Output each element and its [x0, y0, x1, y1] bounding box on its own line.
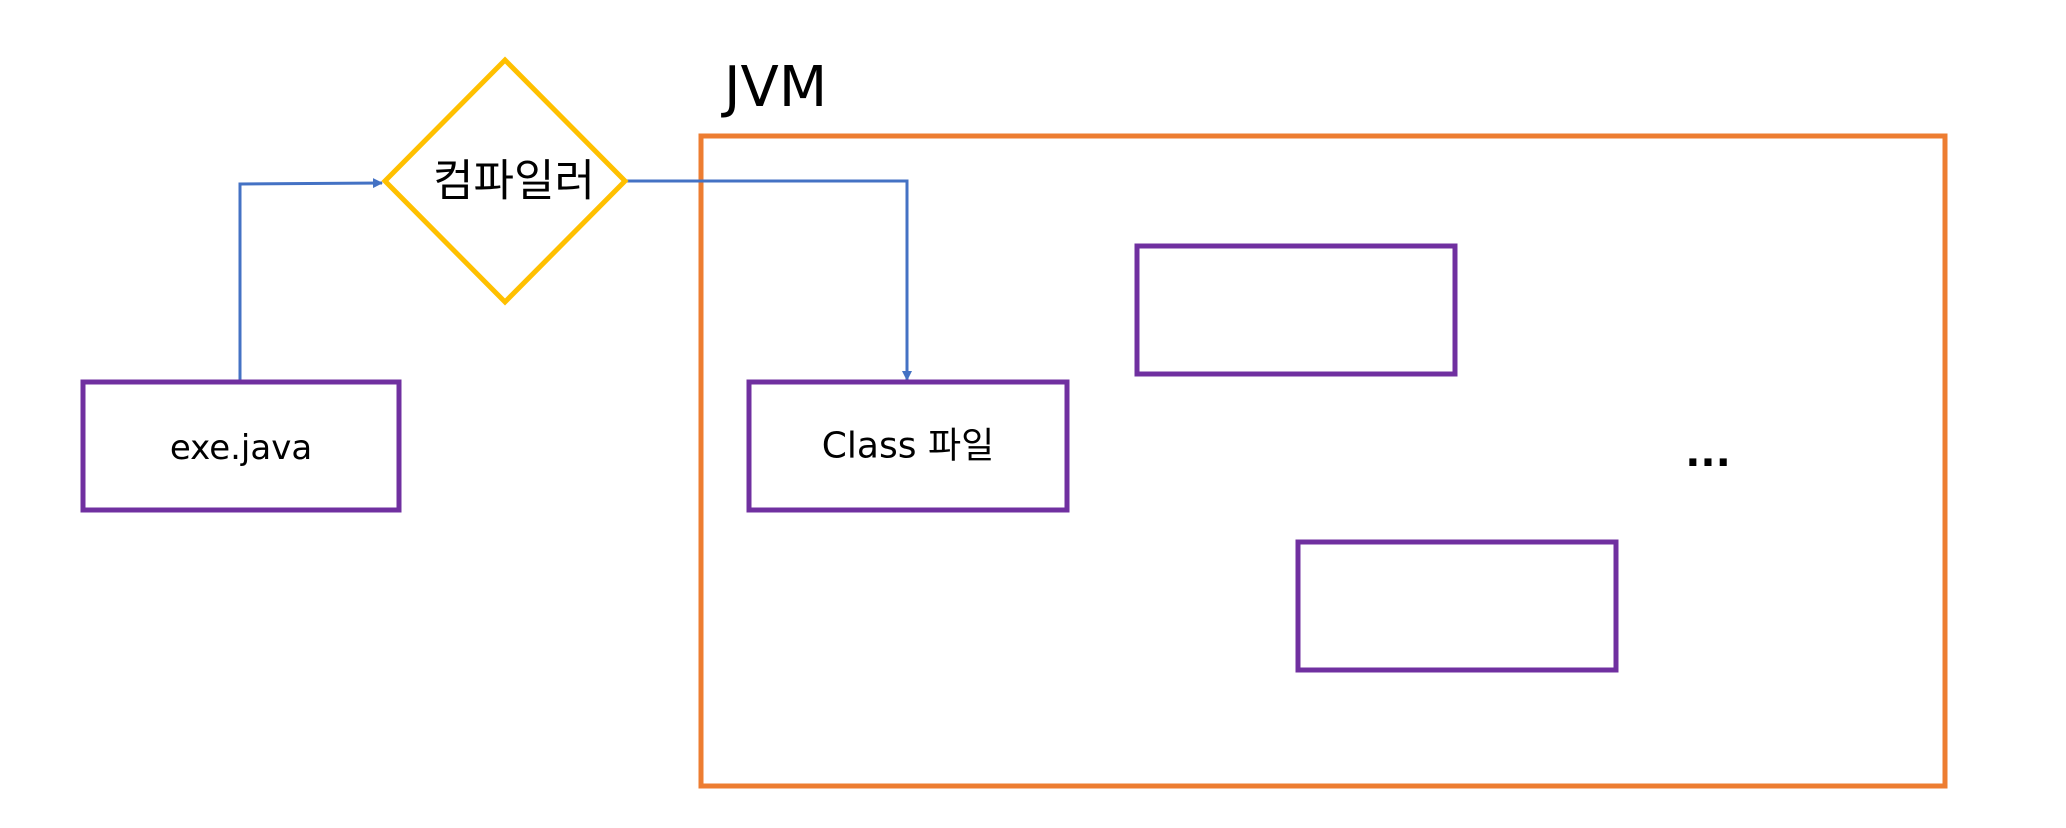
jvm-block-2 [1295, 539, 1619, 673]
arrow-compiler-to-class-file [625, 179, 912, 381]
jvm-label: JVM [721, 55, 827, 120]
compiler-label: 컴파일러 [433, 156, 595, 207]
ellipsis-label: ... [1685, 430, 1731, 476]
compiler-diamond [381, 56, 629, 306]
source-file-box [80, 379, 402, 513]
arrow-source-to-compiler [238, 178, 383, 381]
class-file-box [746, 379, 1070, 513]
jvm-block-1 [1134, 243, 1458, 377]
jvm-container [698, 133, 1948, 789]
class-file-label: Class 파일 [822, 426, 994, 467]
source-file-label: exe.java [170, 428, 312, 468]
